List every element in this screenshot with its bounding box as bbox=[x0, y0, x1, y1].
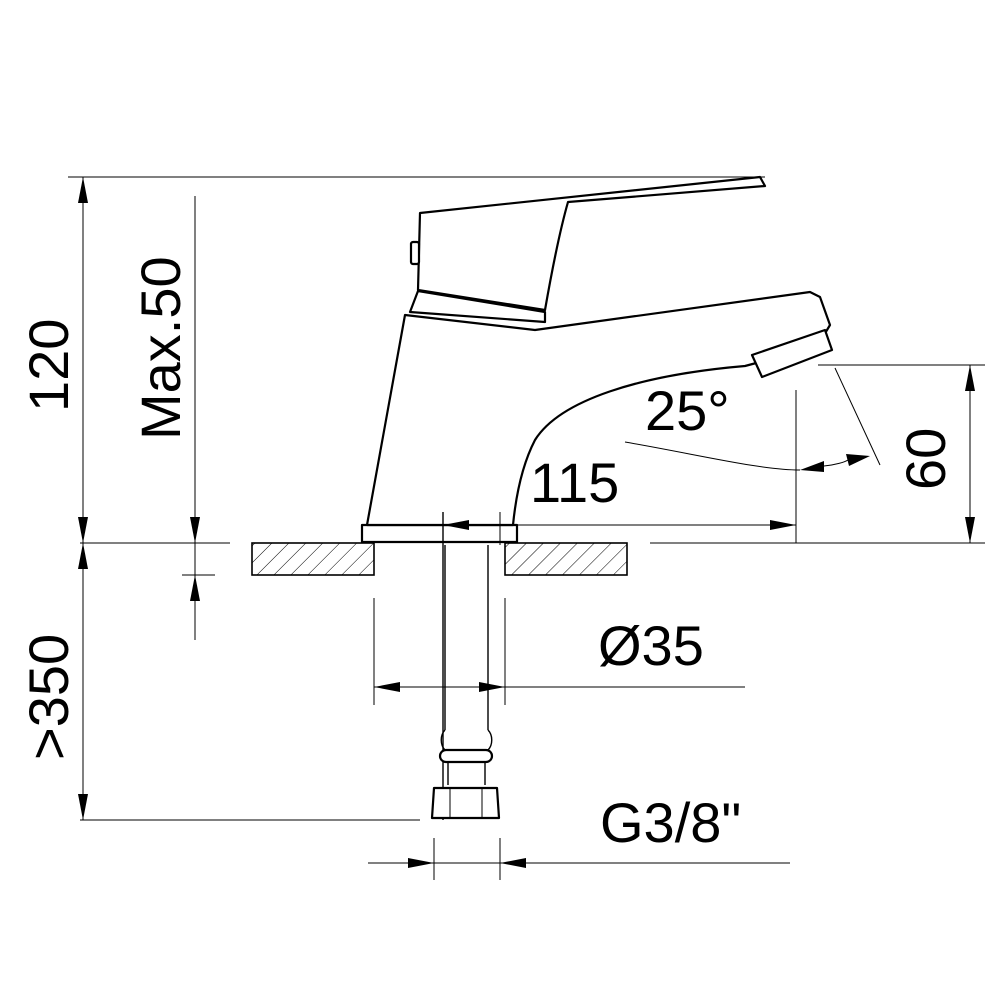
dim-120: 120 bbox=[17, 177, 88, 543]
countertop-section bbox=[251, 542, 628, 576]
dim-connection-label: G3/8" bbox=[600, 791, 741, 854]
countertop-left-slab bbox=[251, 542, 375, 576]
hose-nut bbox=[430, 786, 501, 820]
faucet-knob bbox=[409, 240, 421, 266]
dim-350-label: >350 bbox=[17, 634, 80, 760]
dim-120-label: 120 bbox=[17, 319, 80, 412]
faucet-collar bbox=[408, 289, 547, 324]
faucet-lever bbox=[416, 175, 767, 312]
dim-max50: Max.50 bbox=[129, 256, 200, 601]
dim-angle-label: 25° bbox=[645, 379, 730, 442]
extension-lines bbox=[68, 176, 985, 880]
dim-angle: 25° bbox=[645, 379, 870, 472]
dim-diameter-label: Ø35 bbox=[598, 614, 704, 677]
countertop-right-slab bbox=[504, 542, 628, 576]
dim-diameter: Ø35 bbox=[374, 614, 745, 692]
dim-max50-label: Max.50 bbox=[129, 256, 192, 440]
faucet-outline bbox=[360, 175, 834, 544]
dim-350: >350 bbox=[17, 543, 88, 820]
dim-connection: G3/8" bbox=[368, 791, 790, 868]
dim-60-label: 60 bbox=[894, 428, 957, 490]
faucet-base-plate bbox=[360, 523, 519, 544]
hose-crimp-ring bbox=[438, 748, 494, 764]
dim-115: 115 bbox=[443, 451, 796, 530]
dim-60: 60 bbox=[894, 365, 975, 543]
dim-115-label: 115 bbox=[530, 451, 619, 514]
supply-hose bbox=[430, 512, 501, 820]
faucet-aerator bbox=[750, 328, 834, 379]
